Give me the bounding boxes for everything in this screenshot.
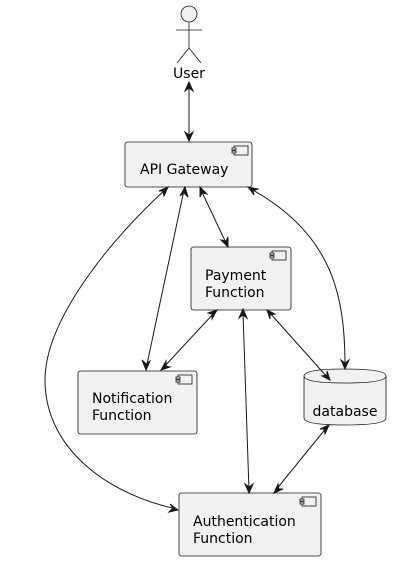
- actor-right-leg: [188, 47, 202, 64]
- authentication-function-line1: Authentication: [193, 514, 296, 530]
- authentication-function-box: [178, 492, 322, 557]
- database-label: database: [313, 404, 378, 420]
- component-notification-function: Notification Function: [77, 370, 198, 435]
- component-icon: [231, 145, 249, 156]
- api-gateway-label: API Gateway: [140, 162, 228, 178]
- actor-user: User: [173, 5, 205, 82]
- edge-api-gateway-database: [246, 186, 351, 371]
- component-payment-function: Payment Function: [190, 246, 292, 311]
- edge-api-gateway-payment: [199, 185, 229, 249]
- notification-function-box: [77, 370, 198, 435]
- component-authentication-function: Authentication Function: [178, 492, 322, 557]
- component-icon: [299, 496, 317, 507]
- component-icon: [269, 250, 287, 261]
- edge-api-gateway-authentication: [44, 186, 180, 513]
- edge-api-gateway-notification: [141, 185, 189, 372]
- database-cylinder-rim: [303, 375, 387, 384]
- actor-label: User: [173, 66, 205, 82]
- edge-database-authentication: [273, 424, 330, 494]
- notification-function-line1: Notification: [92, 391, 172, 407]
- edge-user-api-gateway: [183, 80, 195, 143]
- edge-payment-notification: [159, 309, 219, 371]
- component-icon: [175, 374, 193, 385]
- api-gateway-box: [124, 141, 253, 188]
- component-api-gateway: API Gateway: [124, 141, 253, 188]
- authentication-function-line2: Function: [193, 531, 253, 547]
- database-cylinder: [303, 368, 387, 426]
- payment-function-line2: Function: [205, 285, 265, 301]
- actor-head: [180, 5, 198, 23]
- payment-function-box: [190, 246, 292, 311]
- database-node: database: [303, 368, 387, 426]
- payment-function-line1: Payment: [205, 268, 267, 284]
- notification-function-line2: Function: [92, 408, 152, 424]
- actor-left-leg: [176, 47, 190, 64]
- edge-payment-database: [266, 309, 331, 381]
- edge-payment-authentication: [237, 307, 255, 495]
